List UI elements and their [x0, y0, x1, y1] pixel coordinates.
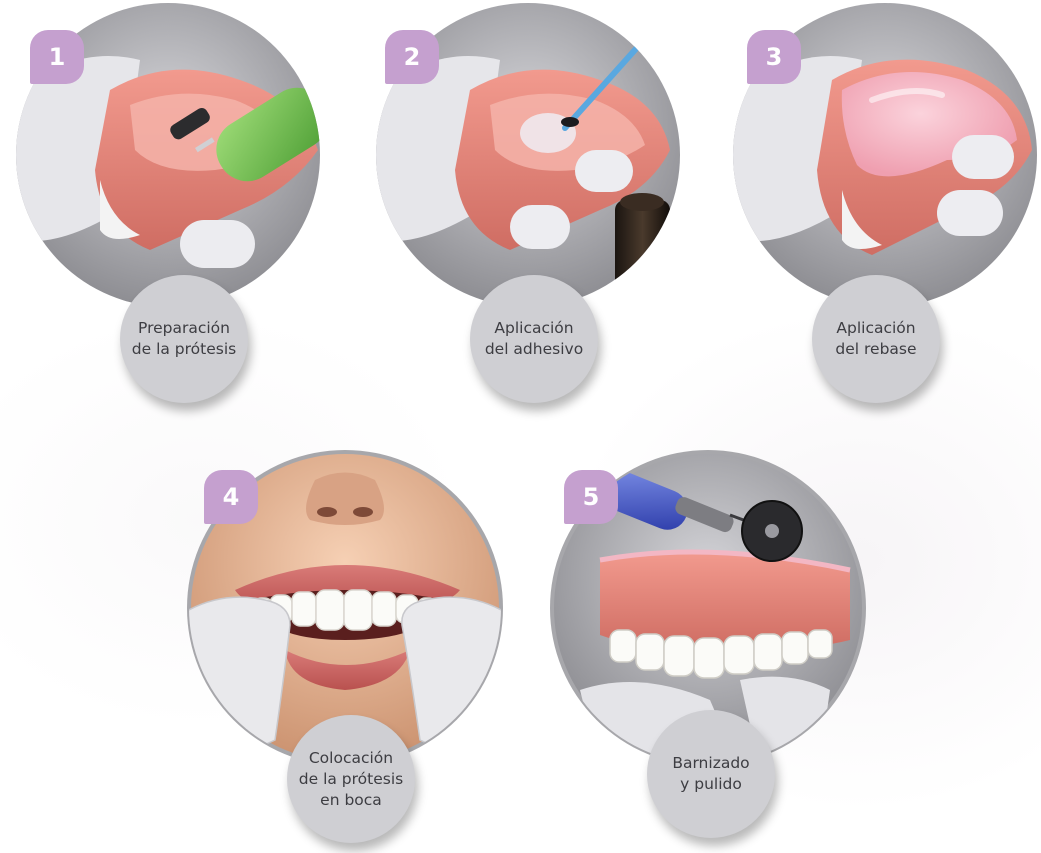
step-1: 1 Preparación de la prótesis: [0, 0, 340, 410]
step-2-number-badge: 2: [385, 30, 439, 84]
step-5-number-badge: 5: [564, 470, 618, 524]
step-1-number-badge: 1: [30, 30, 84, 84]
step-4-number-badge: 4: [204, 470, 258, 524]
step-2-label-line-2: del adhesivo: [485, 339, 583, 360]
step-4-label-line-3: en boca: [320, 790, 382, 811]
step-3-label-line-1: Aplicación: [836, 318, 915, 339]
adhesive-bottle-shape: [615, 200, 670, 295]
step-4-label-line-1: Colocación: [309, 748, 393, 769]
step-2-label-line-1: Aplicación: [494, 318, 573, 339]
step-3: 3 Aplicación del rebase: [722, 0, 1041, 410]
step-2: 2 Aplicación del adhesivo: [360, 0, 700, 410]
nose-shape: [306, 473, 384, 526]
step-1-label-line-1: Preparación: [138, 318, 230, 339]
step-3-label-line-2: del rebase: [835, 339, 916, 360]
step-1-label-line-2: de la prótesis: [132, 339, 236, 360]
step-1-label-circle: Preparación de la prótesis: [120, 275, 248, 403]
step-4-label-circle: Colocación de la prótesis en boca: [287, 715, 415, 843]
step-3-number-badge: 3: [747, 30, 801, 84]
step-5: 5 Barnizado y pulido: [540, 440, 880, 853]
step-2-label-circle: Aplicación del adhesivo: [470, 275, 598, 403]
step-5-label-line-1: Barnizado: [672, 753, 749, 774]
step-3-label-circle: Aplicación del rebase: [812, 275, 940, 403]
step-4: 4 Colocación de la prótesis en boca: [180, 440, 520, 853]
step-5-label-circle: Barnizado y pulido: [647, 710, 775, 838]
step-5-label-line-2: y pulido: [680, 774, 742, 795]
step-4-label-line-2: de la prótesis: [299, 769, 403, 790]
